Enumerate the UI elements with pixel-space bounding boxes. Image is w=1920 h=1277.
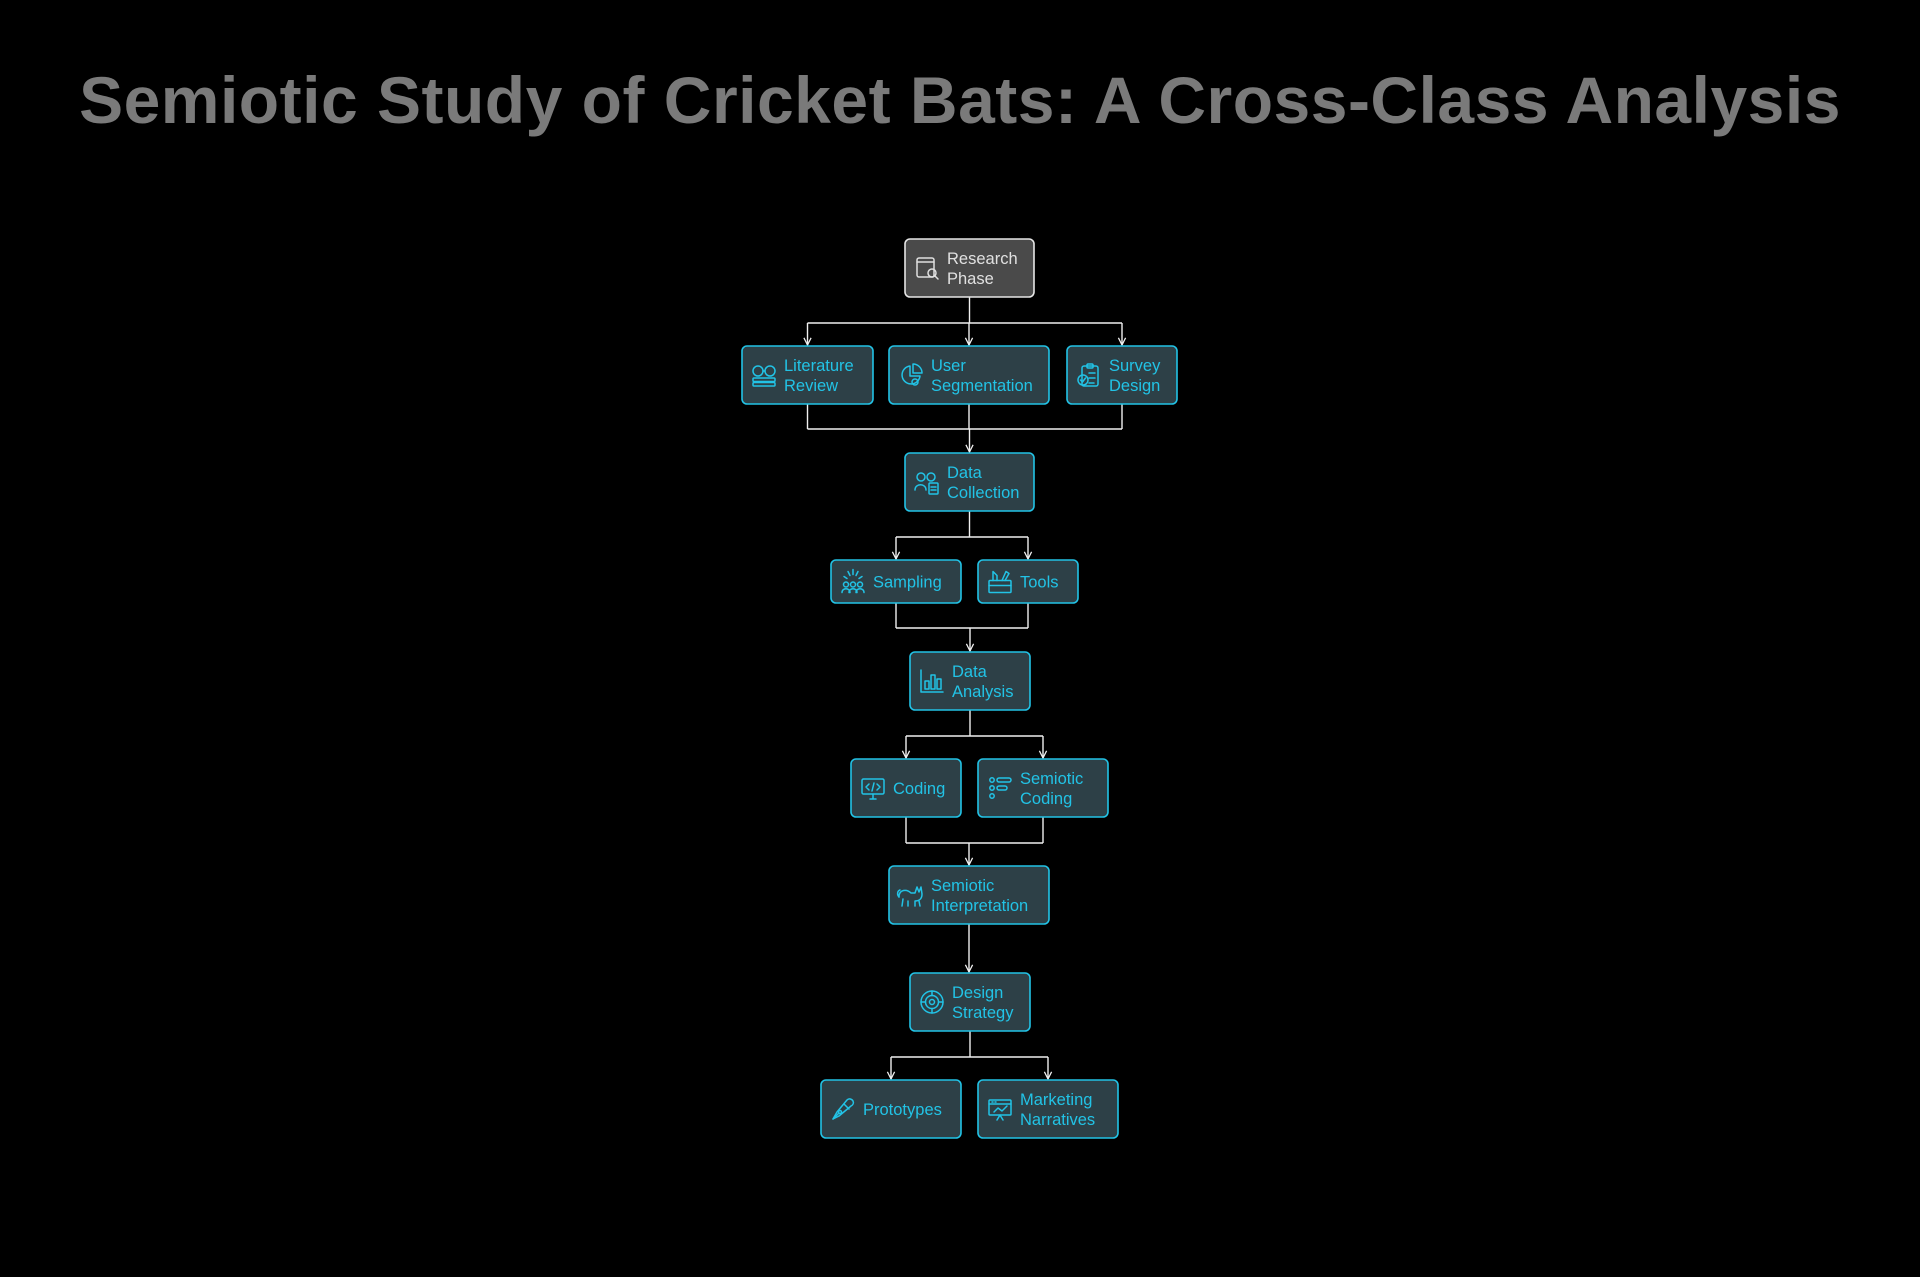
node-box [1066,345,1178,405]
pen-tool-icon [832,1098,855,1120]
clipboard-check-icon [1077,363,1099,387]
node-label: Interpretation [931,897,1028,915]
node-label: Tools [1020,574,1059,592]
node-box [850,758,962,818]
node-box [977,1079,1119,1139]
node-box [904,452,1035,512]
node-label: Marketing [1020,1091,1092,1109]
node-box [888,345,1050,405]
node-label: Analysis [952,683,1013,701]
node-coding: Coding [850,758,962,818]
node-label: Prototypes [863,1101,942,1119]
glasses-books-icon [752,365,776,387]
node-box [741,345,874,405]
node-label: Data [952,663,988,681]
users-document-icon [914,472,939,495]
node-sampling: Sampling [830,559,962,604]
node-label: Survey [1109,357,1161,375]
node-label: Research [947,250,1018,268]
edges [808,297,1123,1079]
node-prototypes: Prototypes [820,1079,962,1139]
toolbox-icon [988,570,1012,594]
node-label: Semiotic [931,877,994,895]
node-label: User [931,357,966,375]
node-label: Design [1109,377,1160,395]
node-label: Design [952,984,1003,1002]
target-icon [920,990,944,1014]
node-box [977,758,1109,818]
node-label: Literature [784,357,854,375]
browser-search-icon [916,257,939,280]
node-label: Narratives [1020,1111,1095,1129]
node-box [909,972,1031,1032]
node-label: Data [947,464,983,482]
node-label: Coding [1020,790,1072,808]
node-tools: Tools [977,559,1079,604]
node-label: Segmentation [931,377,1033,395]
node-label: Phase [947,270,994,288]
cat-icon [896,886,923,907]
node-box [909,651,1031,711]
diagram-title: Semiotic Study of Cricket Bats: A Cross-… [79,63,1841,137]
bar-chart-icon [920,669,944,693]
list-icon [989,777,1012,799]
node-box [888,865,1050,925]
presentation-icon [988,1099,1012,1121]
node-box [904,238,1035,298]
people-sparkle-icon [841,568,865,594]
node-box [820,1079,962,1139]
node-label: Coding [893,780,945,798]
node-label: Strategy [952,1004,1014,1022]
node-label: Semiotic [1020,770,1083,788]
node-label: Review [784,377,838,395]
code-monitor-icon [861,778,885,800]
pie-segment-icon [901,363,923,386]
nodes: ResearchPhaseLiteratureReviewUserSegment… [741,238,1178,1139]
node-label: Sampling [873,574,942,592]
node-label: Collection [947,484,1019,502]
